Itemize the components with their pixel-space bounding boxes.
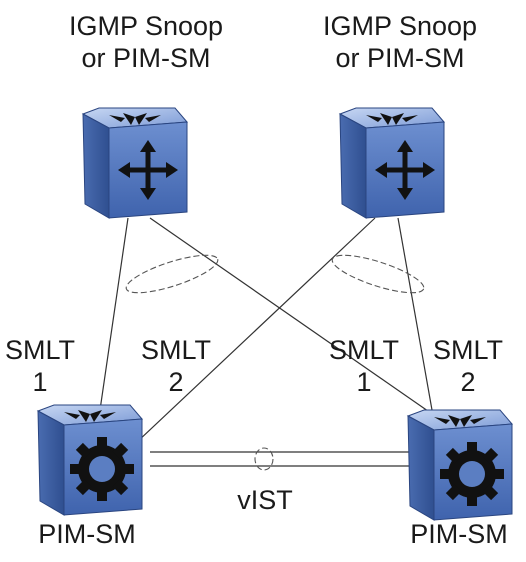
- smlt-1-left-link: [99, 217, 129, 411]
- bottom-left-label-text: PIM-SM: [38, 519, 136, 549]
- smlt-group-ellipse-left: [125, 254, 219, 294]
- gear-icon: [70, 437, 134, 501]
- smlt-group-ellipse-right: [331, 254, 425, 294]
- top-right-label: IGMP Snoop or PIM-SM: [300, 10, 500, 74]
- four-arrows-icon: [375, 140, 435, 200]
- smlt-2-right-link: [397, 217, 433, 411]
- vist-label-text: vIST: [237, 485, 293, 515]
- bottom-right-label: PIM-SM: [394, 518, 524, 550]
- bottom-right-label-text: PIM-SM: [410, 519, 508, 549]
- top-arrows-icon: [366, 113, 418, 125]
- device-front-face: [82, 113, 110, 219]
- device-top-right: [338, 107, 446, 219]
- device-front-face: [37, 410, 65, 516]
- smlt-label-right-line2: 2: [460, 367, 476, 397]
- top-left-label-line2: or PIM-SM: [81, 43, 211, 73]
- smlt-label-cross-left-line1: SMLT: [140, 335, 211, 365]
- smlt-label-cross-left-line2: 2: [168, 367, 184, 397]
- device-top-left: [81, 107, 189, 219]
- device-front-face: [407, 415, 435, 521]
- smlt-label-cross-left: SMLT 2: [136, 334, 216, 398]
- top-left-label: IGMP Snoop or PIM-SM: [46, 10, 246, 74]
- four-arrows-icon: [118, 140, 178, 200]
- smlt-1-cross-link: [149, 217, 439, 419]
- top-right-label-line1: IGMP Snoop: [322, 11, 478, 41]
- smlt-groupings: [125, 254, 425, 471]
- smlt-label-left-line2: 1: [32, 367, 48, 397]
- vist-group-ellipse: [254, 447, 274, 471]
- smlt-label-right: SMLT 2: [428, 334, 508, 398]
- bottom-left-label: PIM-SM: [22, 518, 152, 550]
- vist-label: vIST: [215, 484, 315, 516]
- top-arrows-icon: [64, 410, 116, 422]
- device-bottom-left: [36, 404, 144, 516]
- device-front-face: [339, 113, 367, 219]
- smlt-label-right-line1: SMLT: [432, 335, 503, 365]
- top-arrows-icon: [109, 113, 161, 125]
- device-bottom-right: [406, 409, 514, 521]
- top-arrows-icon: [434, 415, 486, 427]
- gear-icon: [440, 442, 504, 506]
- top-left-label-line1: IGMP Snoop: [68, 11, 224, 41]
- top-right-label-line2: or PIM-SM: [335, 43, 465, 73]
- smlt-label-left-line1: SMLT: [4, 335, 75, 365]
- smlt-label-cross-right-line2: 1: [356, 367, 372, 397]
- smlt-label-cross-right: SMLT 1: [324, 334, 404, 398]
- smlt-label-cross-right-line1: SMLT: [328, 335, 399, 365]
- smlt-label-left: SMLT 1: [0, 334, 80, 398]
